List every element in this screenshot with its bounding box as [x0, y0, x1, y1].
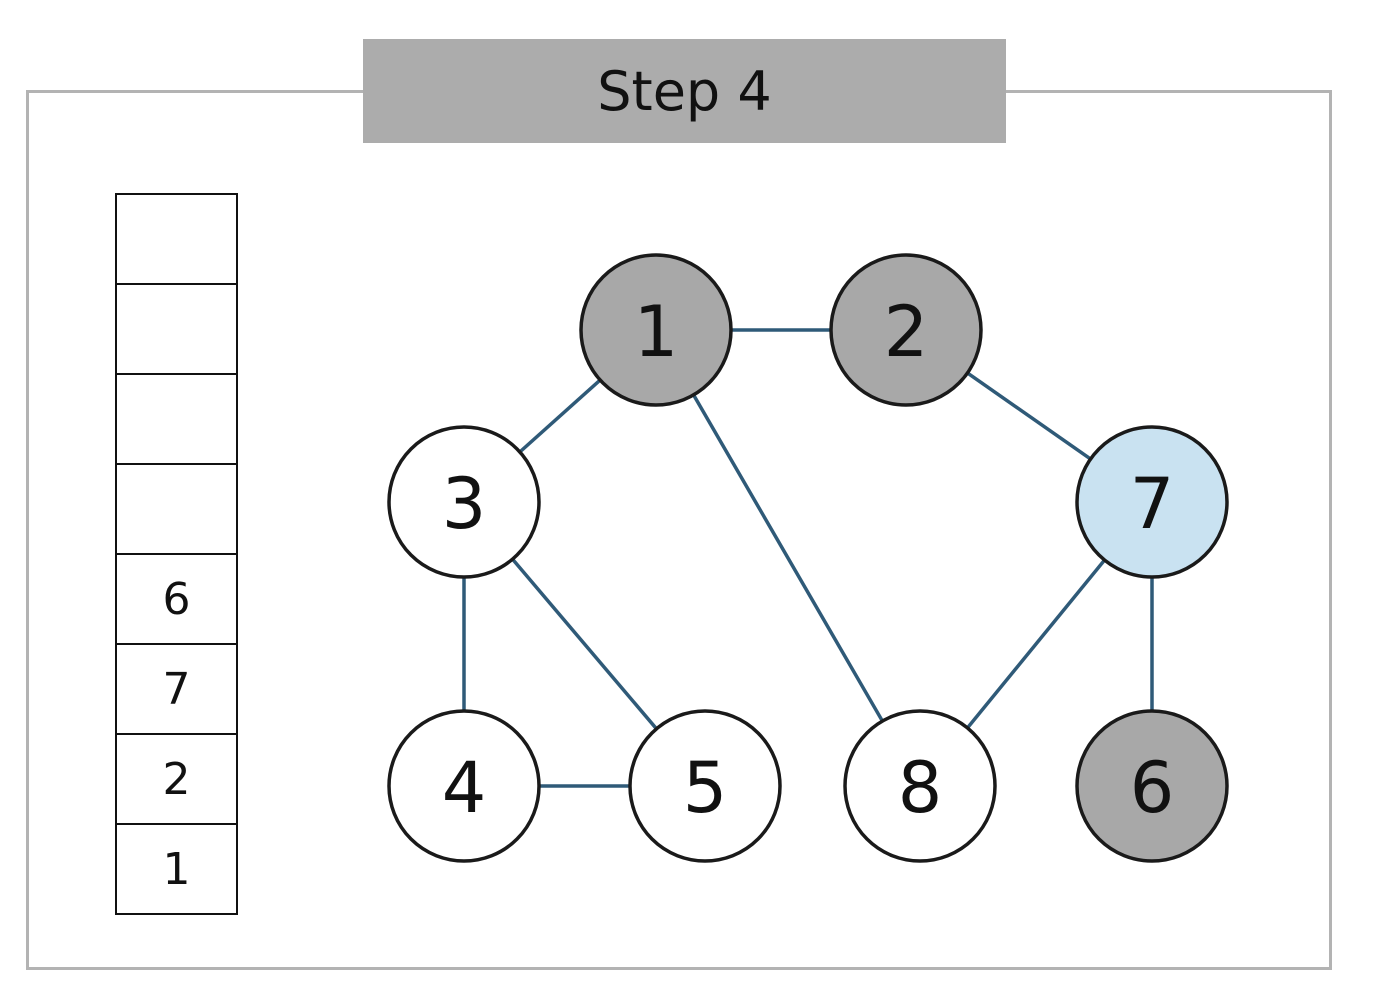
node-circle	[579, 253, 733, 407]
stack-cell	[117, 465, 236, 555]
stack-cell	[117, 375, 236, 465]
stack-cell: 2	[117, 735, 236, 825]
node-2: 2	[829, 253, 983, 407]
node-4: 4	[387, 709, 541, 863]
node-circle	[1075, 709, 1229, 863]
stack-cell: 6	[117, 555, 236, 645]
node-6: 6	[1075, 709, 1229, 863]
node-8: 8	[843, 709, 997, 863]
step-title: Step 4	[363, 39, 1006, 143]
node-1: 1	[579, 253, 733, 407]
node-label: 6	[1130, 747, 1175, 829]
edges	[462, 328, 1154, 788]
nodes: 1 2 3 7 4 5 8 6	[387, 253, 1229, 863]
stack: 6 7 2 1	[115, 193, 238, 915]
edge-1-8	[654, 329, 922, 787]
node-label: 7	[1130, 463, 1175, 545]
node-circle	[1075, 425, 1229, 579]
node-3: 3	[387, 425, 541, 579]
node-label: 1	[634, 291, 679, 373]
node-label: 4	[442, 747, 487, 829]
node-circle	[829, 253, 983, 407]
stack-cell	[117, 285, 236, 375]
stack-cell: 7	[117, 645, 236, 735]
node-circle	[387, 425, 541, 579]
node-label: 3	[442, 463, 487, 545]
stack-cell	[117, 195, 236, 285]
node-label: 5	[683, 747, 728, 829]
node-circle	[843, 709, 997, 863]
node-7: 7	[1075, 425, 1229, 579]
node-label: 8	[898, 747, 943, 829]
node-label: 2	[884, 291, 929, 373]
node-circle	[628, 709, 782, 863]
node-5: 5	[628, 709, 782, 863]
node-circle	[387, 709, 541, 863]
stack-cell: 1	[162, 843, 191, 895]
